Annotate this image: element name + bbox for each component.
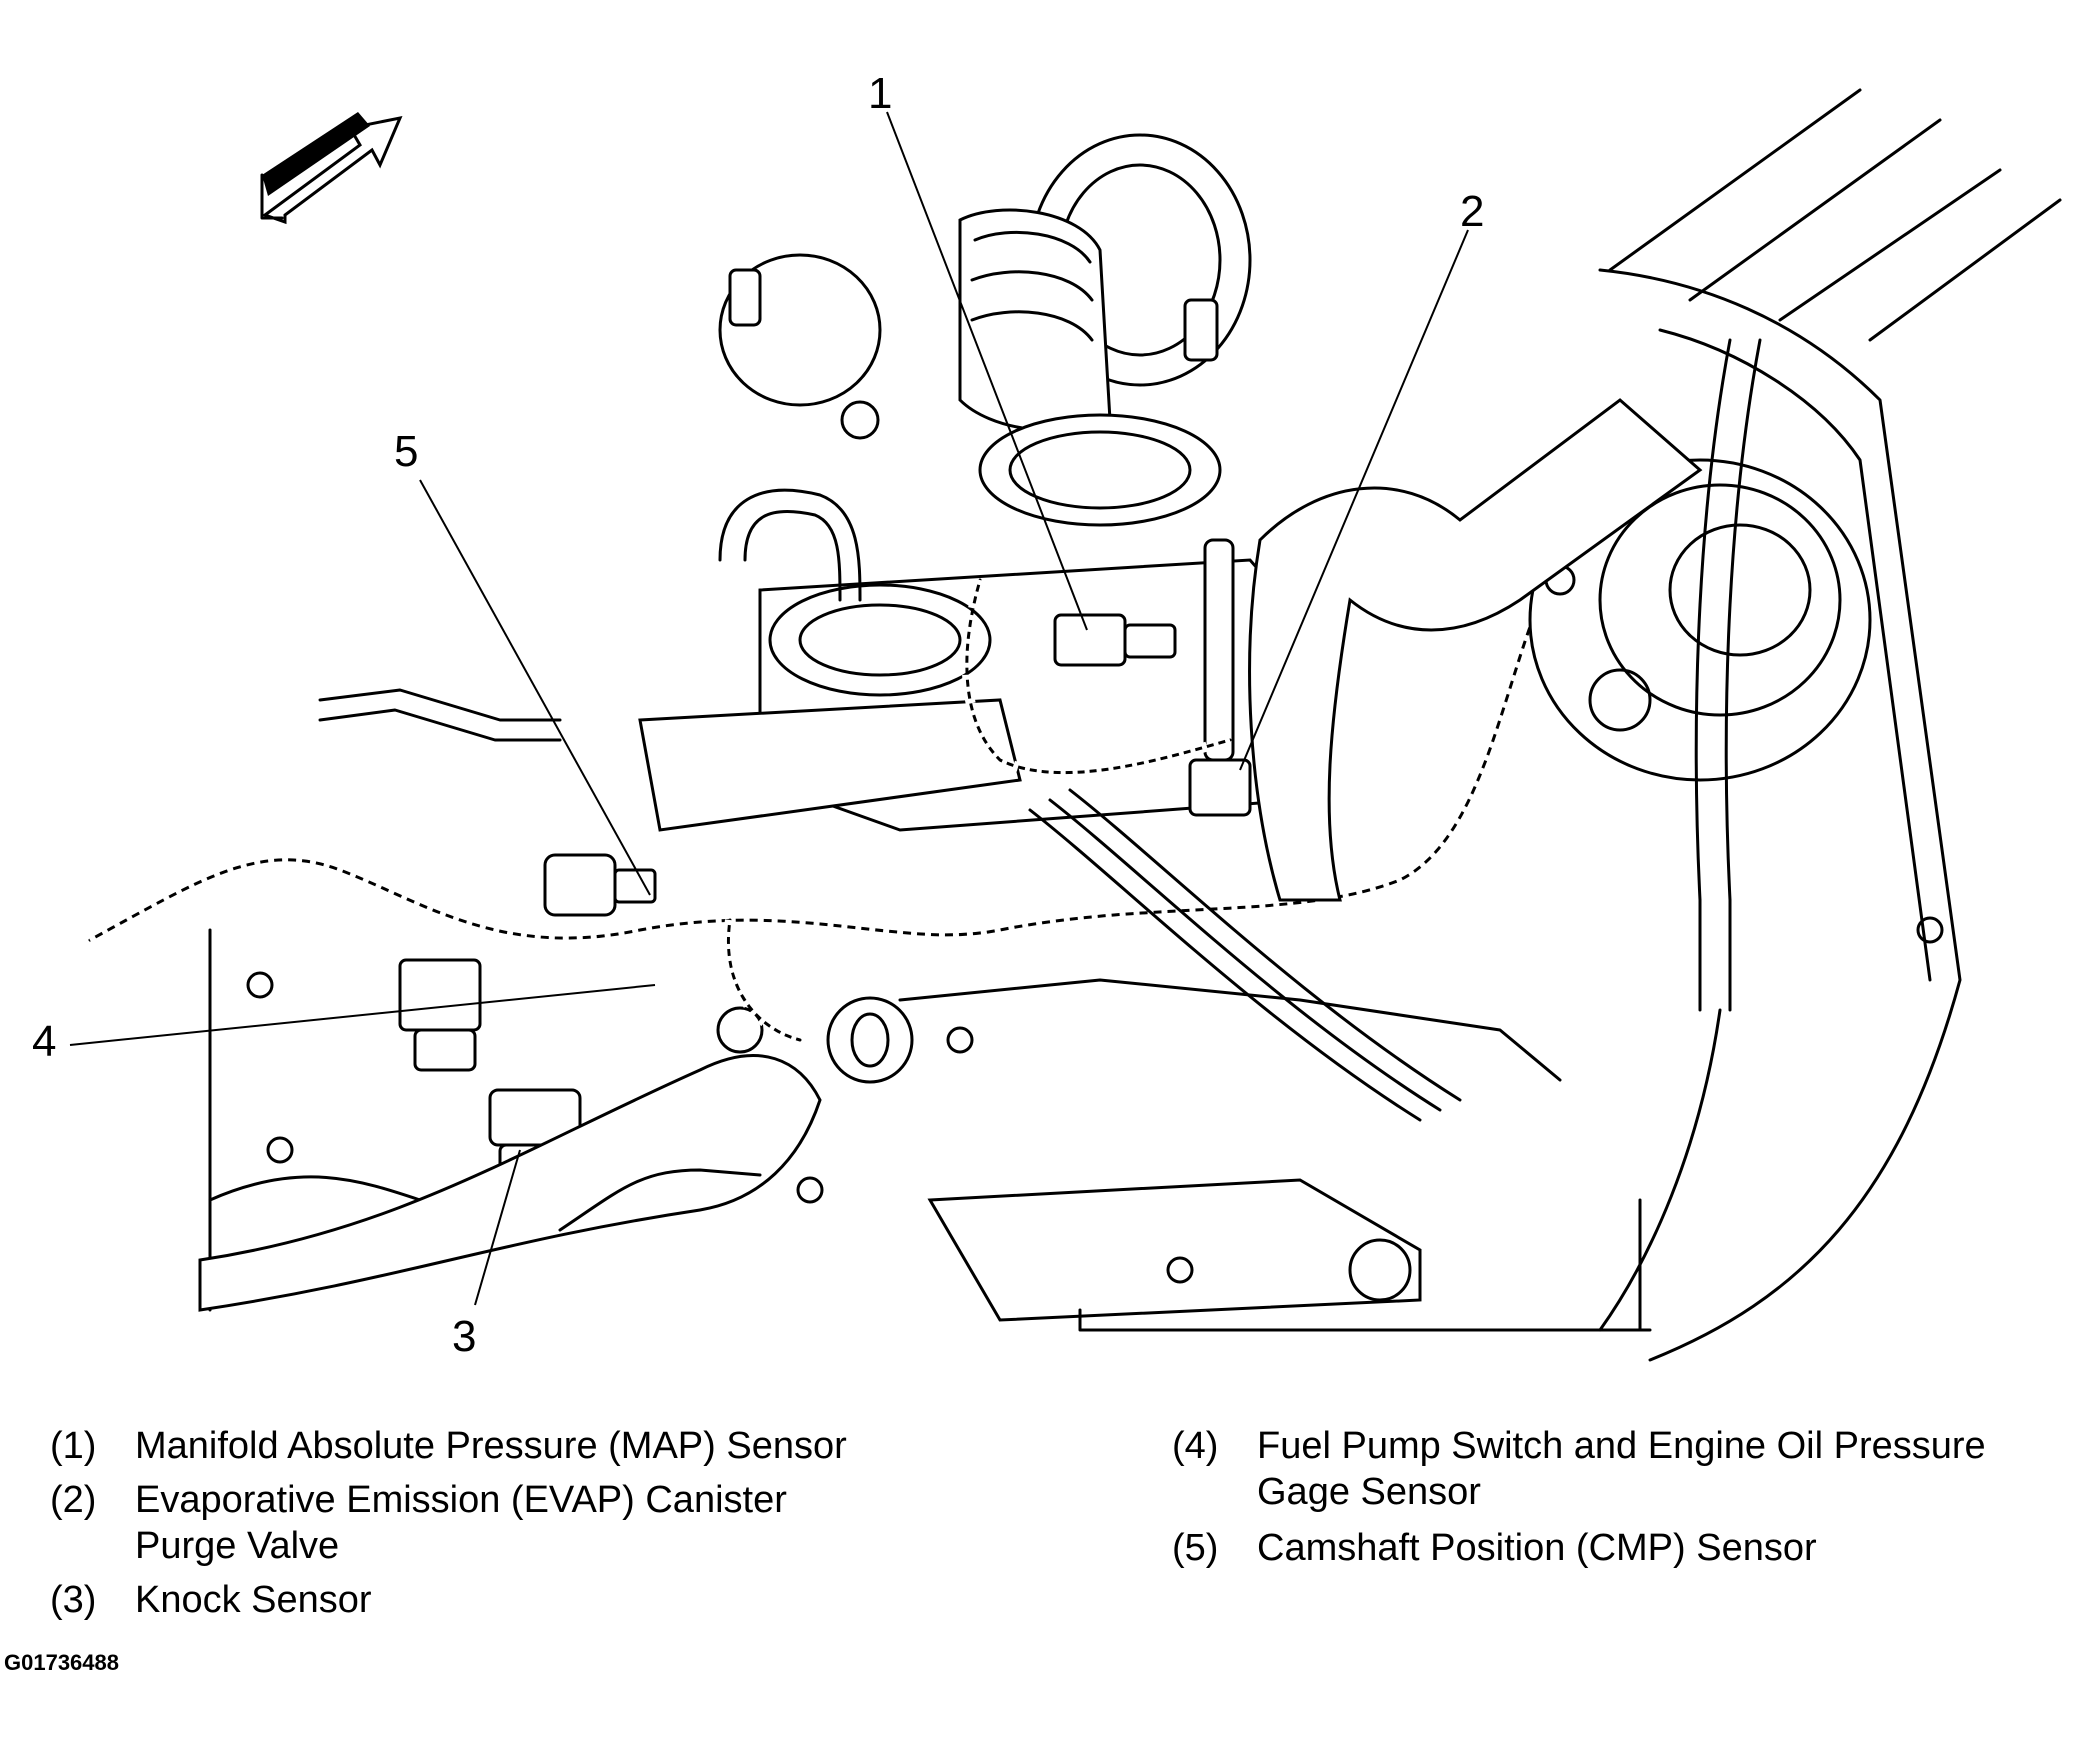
legend-text: Camshaft Position (CMP) Sensor <box>1257 1527 1817 1569</box>
map-sensor <box>1053 613 1177 667</box>
leader-line-5 <box>419 479 651 896</box>
engine-diagram <box>69 88 2062 1362</box>
cmp-sensor <box>543 853 657 917</box>
right-bracket <box>1598 88 2062 1362</box>
legend-text: Gage Sensor <box>1257 1471 1481 1513</box>
callout-4: 4 <box>32 1017 57 1066</box>
callout-3: 3 <box>452 1312 477 1361</box>
legend-num: (4) <box>1172 1425 1219 1467</box>
callout-5: 5 <box>394 427 419 476</box>
forward-arrow-icon <box>260 112 403 225</box>
leader-line-4 <box>69 984 656 1046</box>
figure-id: G01736488 <box>4 1650 119 1675</box>
leader-line-1 <box>886 111 1088 631</box>
leader-lines <box>69 111 1469 1306</box>
upper-hose <box>1248 398 1703 902</box>
callout-1: 1 <box>868 69 893 118</box>
legend-text: Manifold Absolute Pressure (MAP) Sensor <box>135 1425 847 1467</box>
throttle-body <box>718 133 1252 527</box>
leader-line-3 <box>474 1149 521 1306</box>
legend-num: (5) <box>1172 1527 1219 1569</box>
legend-num: (2) <box>50 1479 97 1521</box>
evap-purge-valve <box>1188 538 1252 817</box>
leader-line-2 <box>1239 229 1469 771</box>
callout-2: 2 <box>1460 187 1485 236</box>
legend-text: Evaporative Emission (EVAP) Canister <box>135 1479 787 1521</box>
fuel-lines <box>318 688 1462 1122</box>
legend-num: (1) <box>50 1425 97 1467</box>
legend-text: Knock Sensor <box>135 1579 372 1621</box>
oil-pressure-sensor <box>398 958 764 1072</box>
wiring-harness <box>86 478 1564 1045</box>
legend-text: Purge Valve <box>135 1525 340 1567</box>
legend-num: (3) <box>50 1579 97 1621</box>
legend-text: Fuel Pump Switch and Engine Oil Pressure <box>1257 1425 1986 1467</box>
